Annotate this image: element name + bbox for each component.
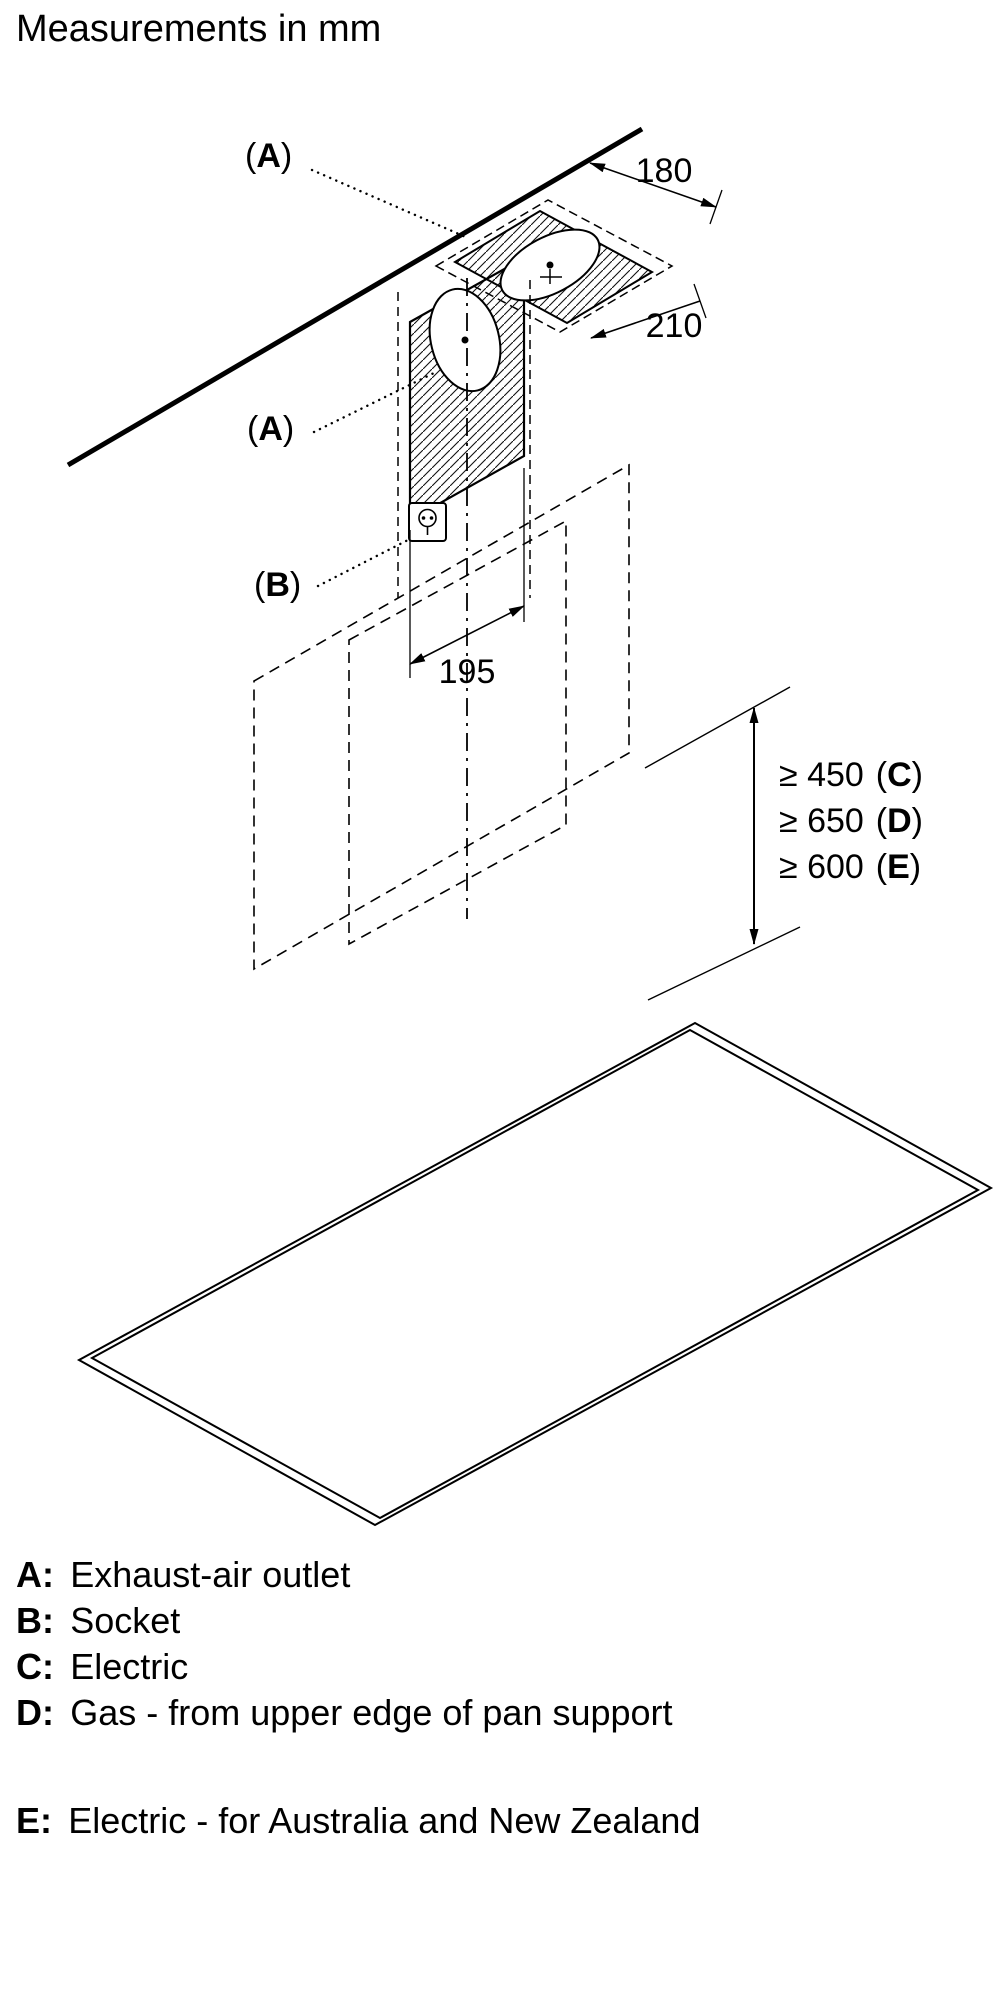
label-socket: (B) (254, 566, 301, 605)
legend-row-e: E: Electric - for Australia and New Zeala… (16, 1798, 700, 1844)
hob-outline-inner (89, 1028, 981, 1520)
clearance-row-electric: ≥ 450 (C) (779, 752, 923, 798)
socket-icon (408, 502, 447, 542)
label-exhaust-outlet-front: (A) (247, 410, 294, 449)
legend-key: B: (16, 1600, 54, 1641)
dim-180-value: 180 (635, 152, 693, 190)
label-letter: B (265, 566, 290, 604)
clearance-list: ≥ 450 (C) ≥ 650 (D) ≥ 600 (E) (779, 752, 923, 890)
wall-edge-line (66, 126, 644, 468)
legend: A: Exhaust-air outlet B: Socket C: Electric… (16, 1552, 700, 1844)
clearance-row-electric-anz: ≥ 600 (E) (779, 844, 923, 890)
legend-text: Exhaust-air outlet (70, 1554, 351, 1595)
legend-key: C: (16, 1646, 54, 1687)
legend-text: Electric - for Australia and New Zealand (68, 1800, 701, 1841)
extension-line-bottom (647, 926, 801, 1001)
clearance-value: ≥ 600 (779, 848, 864, 886)
leader-a-front (312, 370, 438, 434)
legend-key: E: (16, 1800, 52, 1841)
label-letter: A (258, 410, 283, 448)
height-dimension (644, 686, 801, 1001)
legend-row-a: A: Exhaust-air outlet (16, 1552, 700, 1598)
legend-key: D: (16, 1692, 54, 1733)
label-paren: ) (282, 410, 295, 448)
leader-b (316, 538, 410, 588)
hob-outline-outer (76, 1021, 994, 1527)
clearance-value: ≥ 650 (779, 802, 864, 840)
legend-text: Socket (70, 1600, 181, 1641)
legend-row-b: B: Socket (16, 1598, 700, 1644)
page-title: Measurements in mm (16, 8, 382, 50)
label-exhaust-outlet-top: (A) (245, 137, 292, 176)
dim-180-linework (589, 162, 723, 225)
label-paren: ( (254, 566, 266, 604)
clearance-row-gas: ≥ 650 (D) (779, 798, 923, 844)
label-paren: ( (247, 410, 259, 448)
dim-210-value: 210 (645, 307, 703, 345)
label-paren: ) (280, 137, 293, 175)
legend-row-c: C: Electric (16, 1644, 700, 1690)
outlet-center-mark-top (546, 261, 554, 269)
legend-text: Electric (70, 1646, 189, 1687)
leader-a-top (310, 168, 470, 240)
dim-210-linework (590, 283, 707, 339)
legend-key: A: (16, 1554, 54, 1595)
clearance-value: ≥ 450 (779, 756, 864, 794)
extension-line-top (644, 686, 791, 769)
legend-row-d: D: Gas - from upper edge of pan support (16, 1690, 700, 1736)
dim-195-value: 195 (438, 653, 496, 691)
hood-outline-outer (253, 463, 630, 971)
label-paren: ) (289, 566, 302, 604)
label-paren: ( (245, 137, 257, 175)
clearance-ref: (C) (875, 756, 923, 794)
dim-195-linework (409, 468, 525, 678)
label-letter: A (256, 137, 281, 175)
clearance-ref: (E) (875, 848, 922, 886)
legend-text: Gas - from upper edge of pan support (70, 1692, 673, 1733)
ceiling-opening-dashed-outline (434, 199, 674, 333)
hood-outline-inner (348, 519, 567, 946)
clearance-ref: (D) (875, 802, 923, 840)
